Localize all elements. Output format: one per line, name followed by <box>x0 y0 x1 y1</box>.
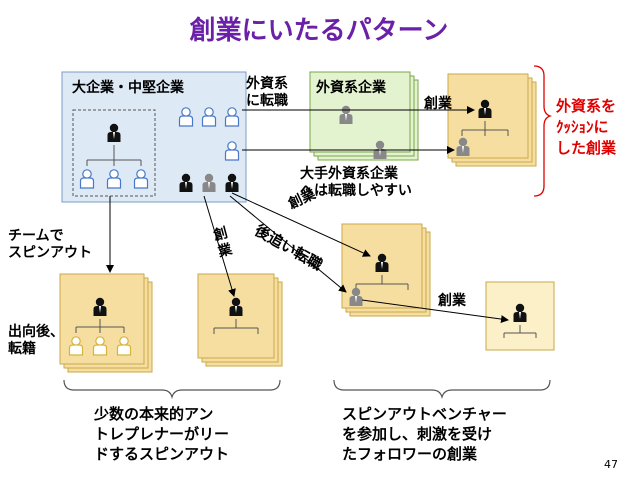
foreign-founder-label: 外資系を ｸｯｼｮﾝに した創業 <box>556 97 617 157</box>
found-label-1: 創業 <box>424 96 452 112</box>
page-number: 47 <box>604 458 618 471</box>
easy-move-label: 大手外資系企業 へは転職しやすい <box>300 166 412 199</box>
brace-right <box>333 379 551 400</box>
foreign-firm-stack <box>309 71 419 161</box>
red-brace <box>533 65 553 197</box>
transfer-label: 出向後、 転籍 <box>8 324 64 357</box>
brace-left <box>63 379 281 400</box>
startup-stack-team <box>59 273 153 373</box>
flow-arrows <box>106 106 509 324</box>
found-label-2: 創業 <box>438 293 466 309</box>
large-company-org-chart <box>79 123 149 189</box>
foreign-firm-label: 外資系企業 <box>316 80 386 96</box>
startup-stack-foreign <box>447 73 537 167</box>
dept-dashed-box <box>72 109 156 197</box>
move-to-foreign-label: 外資系 に転職 <box>246 76 288 109</box>
page-title: 創業にいたるパターン <box>189 16 449 46</box>
bottom-left-caption: 少数の本来的アン トレプレナーがリー ドするスピンアウト <box>94 405 230 463</box>
team-spinout-label: チームで スピンアウト <box>8 228 92 261</box>
large-company-label: 大企業・中堅企業 <box>72 80 184 96</box>
startup-follower-box <box>485 281 555 351</box>
startup-stack-follow <box>341 223 431 317</box>
startup-stack-solo <box>197 273 283 367</box>
bottom-right-caption: スピンアウトベンチャー を参加し、刺激を受け たフォロワーの創業 <box>342 405 507 463</box>
